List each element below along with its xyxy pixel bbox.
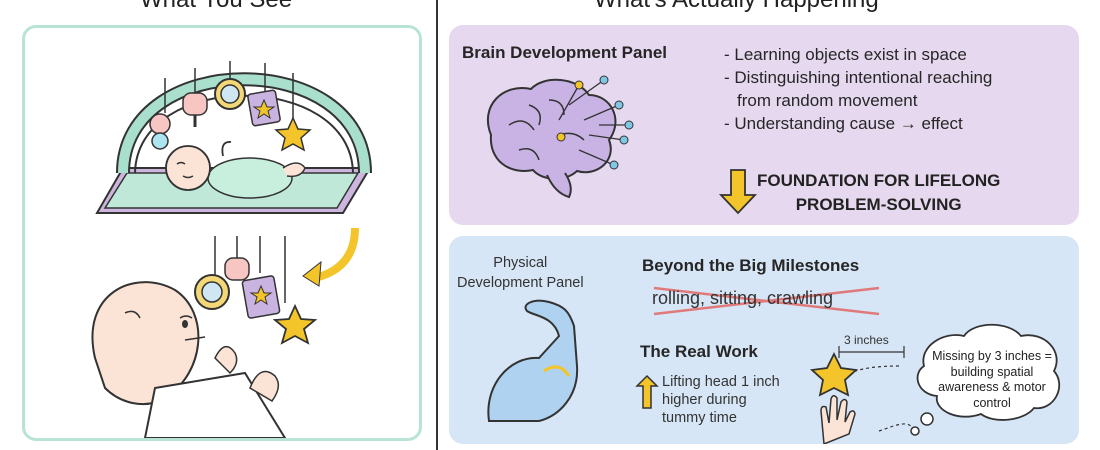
real-work-title: The Real Work <box>640 342 758 361</box>
right-column-heading: What's Actually Happening <box>594 0 879 14</box>
down-arrow-icon <box>718 169 758 215</box>
foundation-line: PROBLEM-SOLVING <box>795 195 962 214</box>
foundation-callout: FOUNDATION FOR LIFELONG PROBLEM-SOLVING <box>757 169 1000 217</box>
foundation-line: FOUNDATION FOR LIFELONG <box>757 171 1001 190</box>
title-line: Physical <box>493 255 548 271</box>
list-item: from random movement <box>737 91 918 110</box>
brain-panel-title: Brain Development Panel <box>462 43 668 62</box>
thought-bubble-icon <box>878 323 1060 436</box>
hanging-toys-icon <box>194 227 359 345</box>
struck-milestones: rolling, sitting, crawling <box>652 288 834 308</box>
column-divider <box>436 0 438 450</box>
list-item: - Distinguishing intentional reaching <box>724 68 993 87</box>
beyond-milestones-title: Beyond the Big Milestones <box>642 256 860 275</box>
left-column-heading: What You See <box>140 0 292 14</box>
flexed-arm-icon <box>487 299 579 422</box>
lifting-head-text: Lifting head 1 inch higher during tummy … <box>662 373 780 427</box>
reaching-hand-icon <box>820 395 856 444</box>
brain-development-list: - Learning objects exist in space - Dist… <box>724 43 992 135</box>
physical-panel-title: Physical Development Panel <box>457 253 584 293</box>
inches-label: 3 inches <box>844 333 889 347</box>
physical-development-panel: Physical Development Panel Beyond the Bi… <box>449 236 1079 444</box>
baby-play-gym-icon <box>95 61 372 214</box>
lifting-line: higher during <box>662 392 747 408</box>
list-item: - Learning objects exist in space <box>724 45 967 64</box>
up-arrow-icon <box>635 374 659 409</box>
what-you-see-panel <box>22 25 422 441</box>
left-illustration <box>91 61 372 438</box>
brain-icon <box>486 75 634 199</box>
baby-icon <box>91 281 287 438</box>
thought-bubble-text: Missing by 3 inches = building spatial a… <box>932 349 1052 410</box>
star-icon <box>809 351 859 397</box>
title-line: Development Panel <box>457 275 584 291</box>
list-item: - Understanding cause → effect <box>724 114 963 133</box>
lifting-line: Lifting head 1 inch <box>662 374 780 390</box>
lifting-line: tummy time <box>662 410 737 426</box>
brain-development-panel: Brain Development Panel - Learning objec… <box>449 25 1079 225</box>
